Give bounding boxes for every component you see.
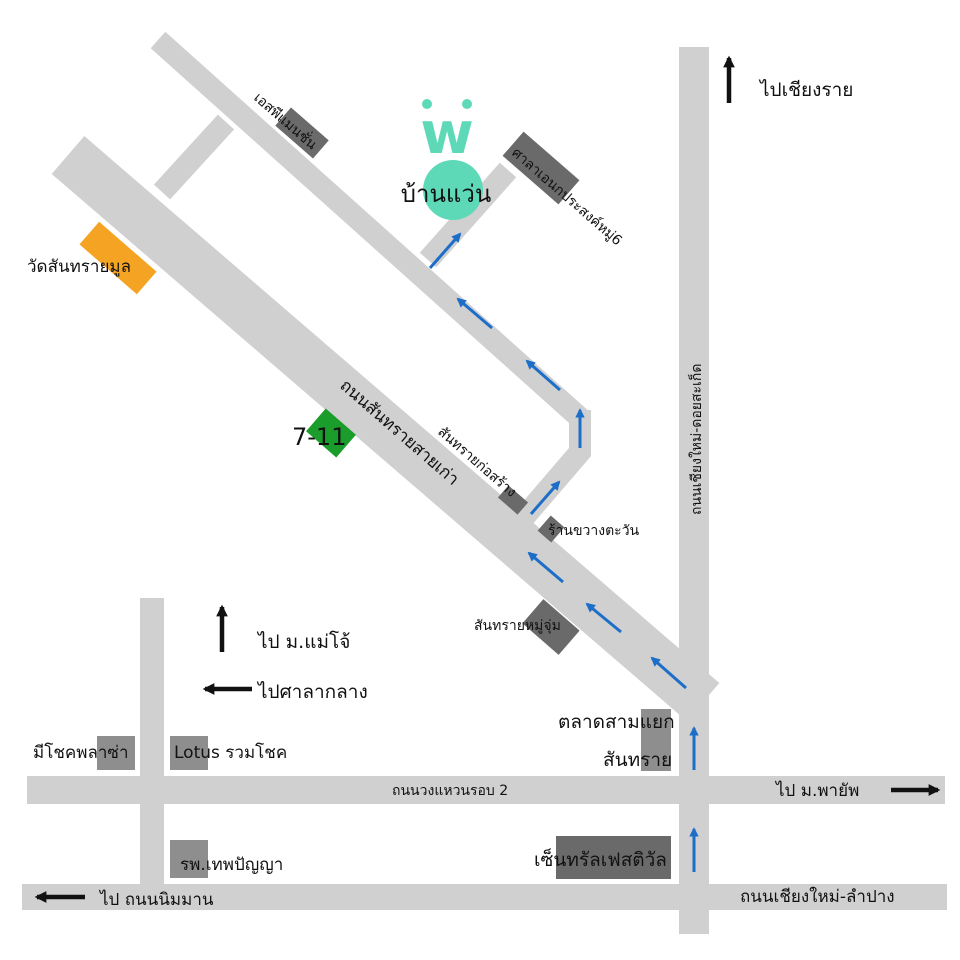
label-central-festival: เซ็นทรัลเฟสติวัล bbox=[534, 847, 667, 871]
blue-arrow-icon bbox=[525, 359, 561, 392]
road-label-cm-doisaket: ถนนเชียงใหม่-ดอยสะเก็ด bbox=[687, 364, 705, 515]
sansai-construction-marker bbox=[497, 485, 529, 515]
esp-mansion-marker bbox=[275, 107, 329, 159]
logo-dot-left bbox=[422, 99, 432, 109]
road-lane-esp bbox=[150, 31, 588, 427]
central-festival-marker bbox=[556, 836, 671, 879]
blue-arrow-icon bbox=[529, 480, 561, 515]
blue-arrow-icon bbox=[456, 297, 493, 330]
talat-marker bbox=[641, 709, 671, 771]
direction-arrows bbox=[34, 55, 941, 903]
road-label-cm-lampang: ถนนเชียงใหม่-ลำปาง bbox=[740, 886, 895, 907]
direction-payap: ไป ม.พายัพ bbox=[774, 780, 859, 801]
destination: w บ้านแว่น bbox=[401, 99, 491, 220]
ban-waen-logo-icon: w bbox=[420, 99, 474, 167]
label-khwang-tawan: ร้านขวางตะวัน bbox=[548, 523, 640, 539]
direction-mae-jo: ไป ม.แม่โจ้ bbox=[256, 630, 350, 653]
label-mee-chok: มีโชคพลาซ่า bbox=[33, 742, 129, 763]
label-lotus: Lotus รวมโชค bbox=[174, 742, 287, 763]
blue-arrow-icon bbox=[585, 602, 622, 634]
road-lane-construction bbox=[511, 410, 591, 530]
label-theppanya: รพ.เทพปัญญา bbox=[180, 855, 283, 875]
road-connector-wat bbox=[153, 114, 235, 200]
destination-label: บ้านแว่น bbox=[401, 180, 491, 208]
direction-chiangrai: ไปเชียงราย bbox=[758, 79, 853, 101]
wat-sansai-mun-marker bbox=[79, 221, 157, 295]
khwang-tawan-marker bbox=[537, 515, 565, 543]
destination-circle bbox=[423, 160, 483, 220]
logo-dot-right bbox=[462, 99, 472, 109]
road-label-ring-road-2: ถนนวงแหวนรอบ 2 bbox=[392, 783, 508, 799]
sansai-mu-chum-marker bbox=[522, 599, 580, 655]
label-sala: ศาลาเอนกประสงค์หมู่6 bbox=[508, 144, 625, 249]
direction-city-hall: ไปศาลากลาง bbox=[256, 681, 368, 703]
label-sansai-mu-chum: สันทรายหมู่จุ่ม bbox=[474, 618, 561, 634]
seven-eleven-marker bbox=[306, 408, 356, 458]
buildings bbox=[79, 107, 671, 879]
lotus-marker bbox=[170, 736, 208, 770]
blue-arrow-icon bbox=[527, 551, 564, 584]
label-talat-1: ตลาดสามแยก bbox=[558, 711, 675, 733]
label-wat-sansai-mun: วัดสันทรายมูล bbox=[27, 257, 131, 277]
blue-arrow-icon bbox=[650, 656, 687, 690]
sala-marker bbox=[502, 131, 580, 205]
route-arrows bbox=[428, 232, 699, 872]
label-talat-2: สันทราย bbox=[603, 749, 672, 771]
direction-nimman: ไป ถนนนิมมาน bbox=[98, 889, 214, 910]
theppanya-marker bbox=[170, 840, 208, 878]
label-seven-eleven: 7-11 bbox=[292, 423, 346, 451]
blue-arrow-icon bbox=[428, 232, 462, 269]
mee-chok-marker bbox=[97, 736, 135, 770]
